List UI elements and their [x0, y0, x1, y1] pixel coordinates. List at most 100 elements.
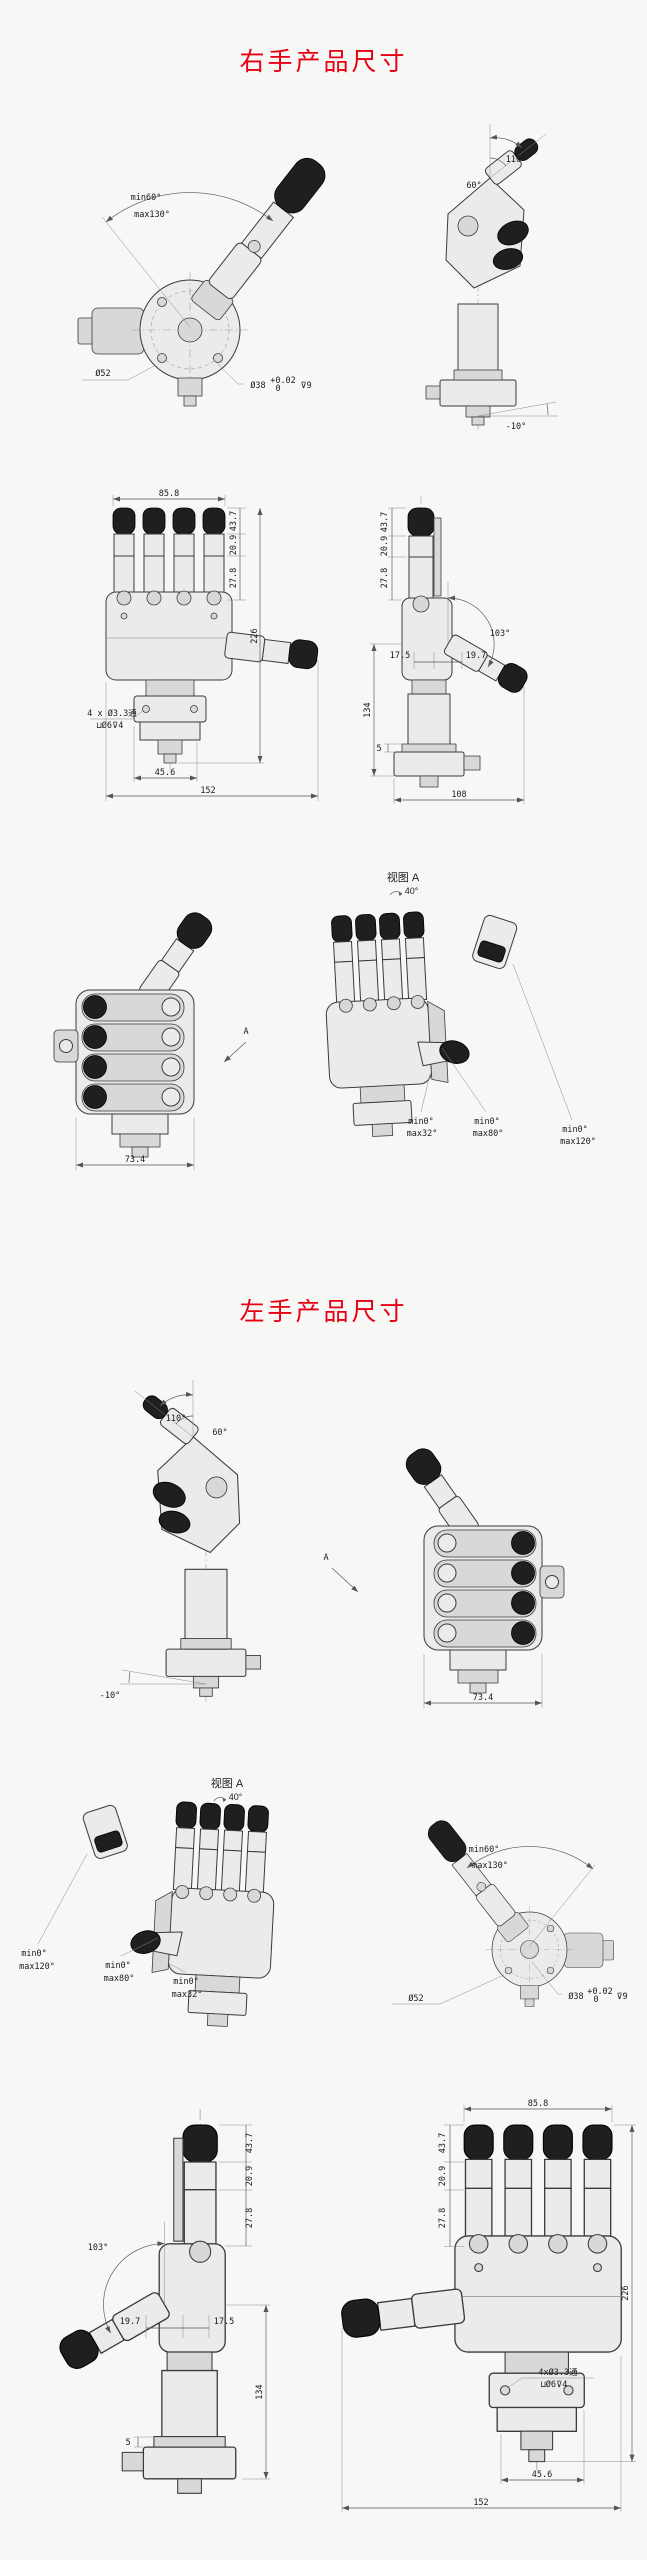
dim-overall-height: 226	[621, 2285, 631, 2300]
dim-seg-mid: 20.9	[229, 535, 239, 555]
dim-palm-width: 73.4	[473, 1693, 493, 1703]
dimensions: 85.8 43.7 20.9 27.8 226 4 x Ø3.3通 ⊔Ø6⊽4 …	[87, 489, 319, 801]
dim-134: 134	[363, 702, 373, 717]
dim-bore-dia: Ø38	[250, 380, 265, 391]
dim-overall-height: 226	[250, 628, 260, 643]
note-holes-1: 4xØ3.3通	[538, 2367, 578, 2378]
dim-17-5: 17.5	[390, 651, 410, 661]
dimensions: min0° max120° min0° max80° min0° max32°	[19, 1853, 202, 2000]
view-a-angle: 40°	[404, 886, 419, 896]
dimensions: 85.8 43.7 20.9 27.8 226 4xØ3.3通 ⊔Ø6⊽4 45…	[341, 2099, 636, 2512]
dim-min-angle: min60°	[131, 193, 162, 203]
dim-seg-low: 27.8	[245, 2208, 255, 2228]
dimensions: 73.4 A	[75, 1027, 249, 1170]
dimensions: 43.7 20.9 27.8 134 103° 17.5 19.7 5 108	[363, 507, 525, 804]
dim-outer-dia: Ø52	[95, 368, 110, 379]
dim-60: 60°	[466, 181, 481, 191]
dim-overall-width: 152	[200, 786, 215, 796]
dim-neg10: -10°	[100, 1691, 120, 1701]
left-side-folded-view: 110° 60° -10°	[100, 1380, 262, 1703]
rotation-arc-icon	[389, 890, 402, 896]
range3-max: max120°	[19, 1962, 55, 1972]
dim-seg-low: 27.8	[229, 568, 239, 588]
dim-110: 110°	[506, 155, 526, 165]
dim-bore-depth: ⊽9	[616, 1992, 627, 2002]
view-a-label: 视图 A	[210, 1778, 244, 1790]
thumb	[191, 157, 326, 321]
range3-min: min0°	[21, 1949, 47, 1959]
right-base-top-view: min60° max130° Ø52 Ø38 +0.02 0 ⊽9	[77, 157, 326, 407]
dim-5: 5	[125, 2438, 130, 2448]
left-base-top-view: min60° max130° Ø52 Ø38 +0.02 0 ⊽9	[392, 1816, 628, 2007]
dim-134: 134	[255, 2384, 265, 2399]
dimensions: 110° 60° -10°	[100, 1380, 228, 1701]
rotation-arc-icon	[213, 1796, 226, 1802]
left-side-view: 43.7 20.9 27.8 134 103° 19.7 17.5 5	[54, 2108, 270, 2494]
dim-max-angle: max130°	[472, 1861, 508, 1871]
dim-seg-mid: 20.9	[245, 2166, 255, 2186]
view-a-callout-right: 视图 A 40°	[368, 869, 438, 896]
view-a-label: 视图 A	[386, 872, 420, 884]
fingers	[112, 507, 226, 601]
dim-base-width: 45.6	[532, 2470, 552, 2480]
hand-side	[393, 496, 528, 788]
dim-60: 60°	[212, 1428, 227, 1438]
dimensions: min60° max130° Ø52 Ø38 +0.02 0 ⊽9	[82, 192, 312, 394]
section-marker: A	[323, 1553, 328, 1563]
range1-max: max32°	[407, 1129, 438, 1139]
dim-max-angle: max130°	[134, 210, 170, 220]
dim-tol-upper: +0.02	[270, 376, 296, 386]
dimensions: min0° max32° min0° max80° min0° max120°	[407, 963, 596, 1147]
hand-base-assembly	[77, 157, 326, 407]
dim-5: 5	[376, 744, 381, 754]
dim-seg-top: 43.7	[380, 512, 390, 532]
range2-min: min0°	[105, 1961, 131, 1971]
range2-max: max80°	[104, 1974, 135, 1984]
dim-19-7: 19.7	[120, 2317, 140, 2327]
dim-bore-dia: Ø38	[568, 1991, 583, 2002]
dim-108: 108	[451, 790, 466, 800]
dim-thumb-angle: 103°	[490, 629, 510, 639]
hand-folded	[425, 138, 539, 430]
dimensions: min60° max130° Ø52 Ø38 +0.02 0 ⊽9	[392, 1845, 628, 2005]
view-a-callout-left: 视图 A 40°	[192, 1775, 262, 1802]
range2-max: max80°	[473, 1129, 504, 1139]
range2-min: min0°	[474, 1117, 500, 1127]
right-section-title: 右手产品尺寸	[239, 48, 408, 76]
dim-seg-mid: 20.9	[380, 536, 390, 556]
range1-min: min0°	[408, 1117, 434, 1127]
dim-min-angle: min60°	[469, 1845, 500, 1855]
range3-max: max120°	[560, 1137, 596, 1147]
note-holes-2: ⊔Ø6⊽4	[97, 720, 124, 731]
dimensions: 73.4 A	[323, 1553, 543, 1708]
left-range-view: min0° max120° min0° max80° min0° max32°	[19, 1798, 280, 2030]
right-palm-view: 73.4 A	[53, 912, 249, 1170]
section-marker: A	[243, 1027, 248, 1037]
range1-min: min0°	[173, 1977, 199, 1987]
dim-tol-lower: 0	[275, 384, 280, 394]
right-front-view: 85.8 43.7 20.9 27.8 226 4 x Ø3.3通 ⊔Ø6⊽4 …	[87, 489, 319, 801]
range3-min: min0°	[562, 1125, 588, 1135]
dim-tol-upper: +0.02	[587, 1987, 613, 1997]
note-holes-2: ⊔Ø6⊽4	[541, 2379, 568, 2390]
dim-17-5: 17.5	[214, 2317, 234, 2327]
left-section-title: 左手产品尺寸	[239, 1298, 408, 1326]
right-side-folded-view: 110° 60° -10°	[425, 124, 558, 432]
dim-seg-mid: 20.9	[438, 2166, 448, 2186]
dim-seg-top: 43.7	[229, 511, 239, 531]
left-palm-view: 73.4 A	[323, 1443, 565, 1708]
right-side-view: 43.7 20.9 27.8 134 103° 17.5 19.7 5 108	[363, 496, 528, 804]
dim-seg-top: 43.7	[245, 2133, 255, 2153]
thumb-module	[472, 914, 518, 969]
dim-outer-dia: Ø52	[408, 1993, 423, 2004]
left-front-view: 85.8 43.7 20.9 27.8 226 4xØ3.3通 ⊔Ø6⊽4 45…	[339, 2099, 636, 2512]
thumb	[224, 631, 319, 670]
right-range-view: min0° max32° min0° max80° min0° max120°	[325, 911, 596, 1147]
dimensions: 43.7 20.9 27.8 134 103° 19.7 17.5 5	[88, 2124, 270, 2480]
dim-seg-low: 27.8	[438, 2208, 448, 2228]
thumb	[443, 634, 528, 693]
dim-finger-span: 85.8	[159, 489, 179, 499]
dim-19-7: 19.7	[466, 651, 486, 661]
dim-110: 110°	[166, 1414, 186, 1424]
